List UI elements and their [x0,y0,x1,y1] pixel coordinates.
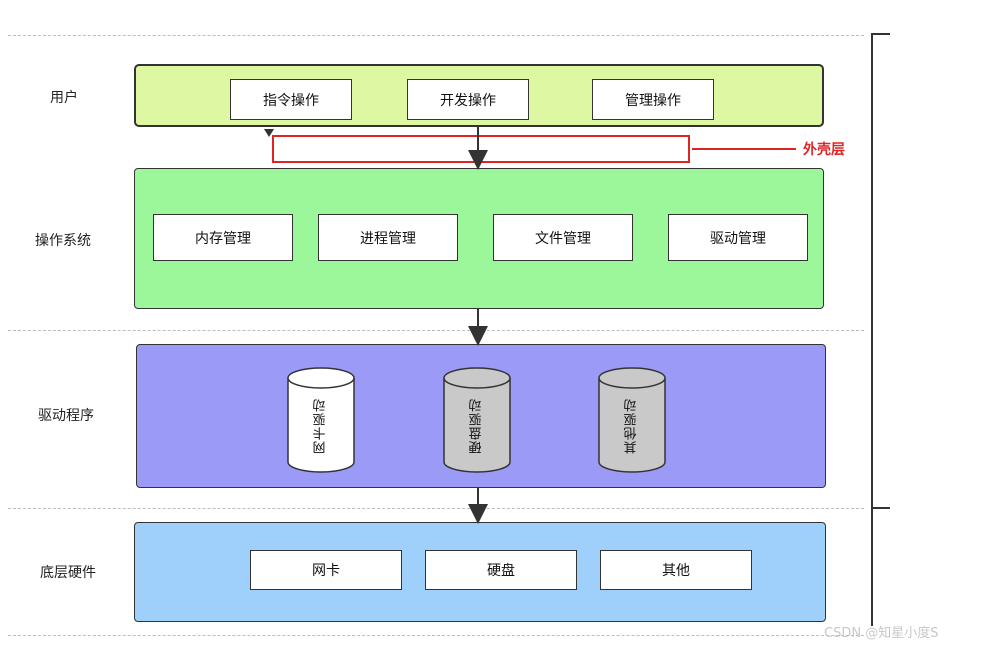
hardware-item-disk: 硬盘 [425,550,577,590]
os-module-file: 文件管理 [493,214,633,261]
layer-label-os: 操作系统 [35,233,91,249]
dashed-separator-os-driver [8,330,864,331]
user-op-box-manage: 管理操作 [592,79,714,120]
shell-connector-line [692,148,796,150]
dashed-separator-top [8,35,864,36]
layer-label-driver: 驱动程序 [38,408,94,424]
os-module-process: 进程管理 [318,214,458,261]
driver-cylinder-other: 其他驱动 [598,366,666,474]
hardware-item-nic: 网卡 [250,550,402,590]
user-op-box-command: 指令操作 [230,79,352,120]
dashed-separator-driver-hardware [8,508,864,509]
hardware-item-other: 其他 [600,550,752,590]
layer-label-user: 用户 [50,90,78,106]
shell-layer-label: 外壳层 [803,142,845,158]
dashed-separator-bottom [8,635,864,636]
layer-label-hardware: 底层硬件 [40,565,96,581]
right-bracket [871,33,890,626]
os-module-driver: 驱动管理 [668,214,808,261]
os-module-memory: 内存管理 [153,214,293,261]
user-left-arrowhead [264,129,274,137]
watermark: CSDN @知星小度S [824,626,939,641]
driver-cylinder-disk: 硬盘驱动 [443,366,511,474]
driver-cylinder-nic: 网卡驱动 [287,366,355,474]
user-op-box-develop: 开发操作 [407,79,529,120]
